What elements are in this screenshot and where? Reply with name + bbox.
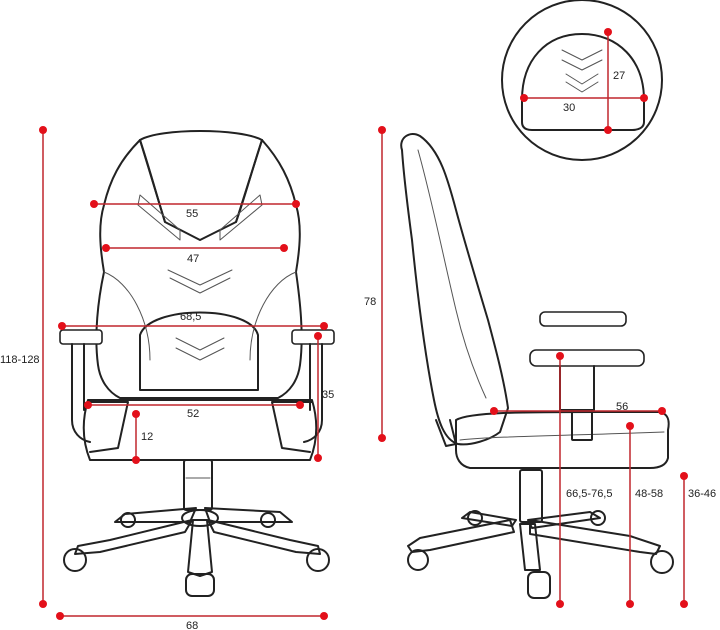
front-seat [82, 399, 318, 461]
label-base-width: 68 [186, 620, 198, 630]
pillow-shape [521, 33, 645, 131]
label-backrest-width: 47 [187, 253, 199, 265]
label-arm-floor-height: 66,5-76,5 [566, 488, 612, 500]
side-seat [455, 411, 670, 469]
front-backrest-outline [95, 130, 303, 399]
label-seat-width: 52 [187, 408, 199, 420]
label-seat-front-depth: 12 [141, 431, 153, 443]
label-backrest-height: 78 [364, 296, 376, 308]
front-chair [59, 130, 335, 597]
label-column-height: 36-46 [688, 488, 716, 500]
label-pillow-height: 27 [613, 70, 625, 82]
dimension-lines [39, 28, 688, 620]
label-headrest-width: 55 [186, 208, 198, 220]
label-seat-depth: 56 [616, 401, 628, 413]
side-arm-pad-upper [539, 311, 627, 327]
label-seat-height: 48-58 [635, 488, 663, 500]
side-chair [400, 132, 674, 599]
front-right-arm-pad [291, 329, 335, 345]
pillow-inset [501, 0, 663, 161]
label-armrest-height: 35 [322, 389, 334, 401]
label-total-height: 118-128 [0, 354, 40, 366]
side-backrest [400, 132, 509, 446]
side-arm-pad-lower [529, 349, 645, 367]
label-pillow-width: 30 [563, 102, 575, 114]
dimension-labels: 118-128 68 55 47 68,5 52 12 35 78 56 66,… [0, 70, 716, 630]
label-lumbar-width: 68,5 [180, 311, 201, 323]
front-left-arm-pad [59, 329, 103, 345]
front-base [63, 459, 330, 597]
front-lumbar-pillow [139, 311, 259, 391]
